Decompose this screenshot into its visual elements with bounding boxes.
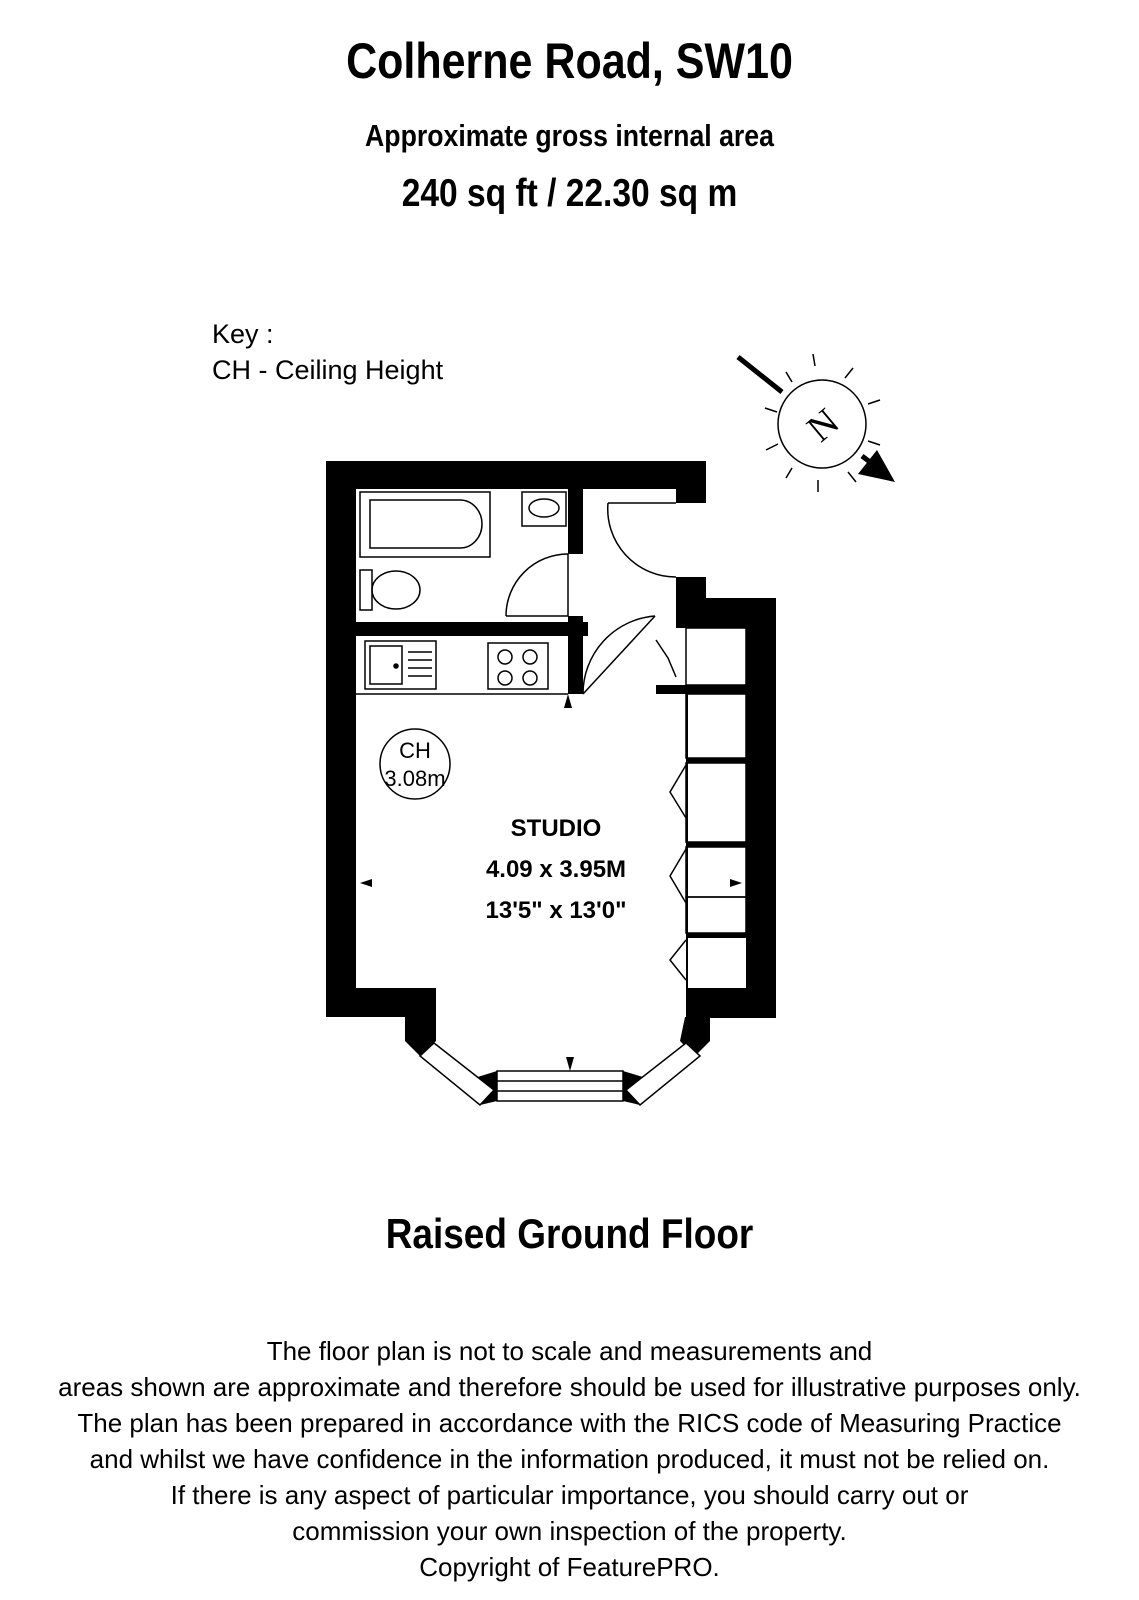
disclaimer-line: commission your own inspection of the pr… [292, 1516, 847, 1546]
kitchen-sink [364, 640, 437, 690]
room-metric: 4.09 x 3.95M [486, 856, 626, 883]
bay-windows [418, 1042, 702, 1107]
area-subtitle: Approximate gross internal area [365, 118, 774, 153]
sink-drainer [408, 651, 432, 677]
cupboard-door [669, 848, 687, 904]
cupboard-door [669, 764, 687, 819]
disclaimer-line: and whilst we have confidence in the inf… [89, 1444, 1050, 1474]
wash-basin [521, 491, 567, 527]
doors [505, 502, 747, 981]
hob [487, 642, 549, 690]
kitchen [356, 640, 568, 695]
cupboard [685, 762, 747, 843]
copyright: Copyright of FeaturePRO. [419, 1552, 720, 1582]
disclaimer-line: The plan has been prepared in accordance… [77, 1408, 1062, 1438]
ceiling-value: 3.08m [384, 766, 445, 791]
dimension-marker-left [360, 879, 372, 887]
cupboard [685, 627, 747, 686]
cupboard-door [655, 639, 677, 678]
disclaimer-line: The floor plan is not to scale and measu… [266, 1336, 873, 1366]
toilet-cistern [359, 569, 373, 611]
room-name: STUDIO [511, 815, 602, 842]
disclaimer-line: If there is any aspect of particular imp… [170, 1480, 969, 1510]
floor-name: Raised Ground Floor [385, 1210, 754, 1257]
dimension-marker-bottom [566, 1057, 574, 1071]
cupboard [685, 693, 747, 759]
room-imperial: 13'5" x 13'0" [486, 897, 627, 924]
cupboard-door [669, 939, 687, 981]
toilet-bowl [371, 570, 421, 610]
key-legend: Key : CH - Ceiling Height [212, 316, 443, 388]
studio-label: STUDIO 4.09 x 3.95M 13'5" x 13'0" [486, 815, 627, 924]
bathtub-basin [369, 499, 483, 549]
total-area: 240 sq ft / 22.30 sq m [401, 172, 738, 215]
cupboard [685, 846, 747, 898]
key-heading: Key : [212, 319, 274, 349]
disclaimer-line: areas shown are approximate and therefor… [58, 1372, 1081, 1402]
cupboard [685, 896, 747, 934]
ceiling-label: CH [399, 738, 431, 763]
kitchen-sink-bowl [369, 645, 403, 685]
walls [326, 461, 776, 1105]
key-entry: CH - Ceiling Height [212, 355, 444, 385]
north-arrow-icon: N [736, 353, 895, 492]
page-title: Colherne Road, SW10 [346, 33, 793, 89]
ceiling-height-marker: CH 3.08m [379, 728, 451, 800]
dimension-marker-right [730, 879, 742, 887]
wash-basin-bowl [528, 498, 560, 518]
dimension-markers [360, 694, 742, 1071]
bathtub [359, 491, 491, 558]
disclaimer: The floor plan is not to scale and measu… [0, 1333, 1139, 1585]
bathroom-fixtures [359, 491, 567, 611]
studio-door [582, 615, 656, 695]
dimension-marker-top [564, 694, 572, 708]
